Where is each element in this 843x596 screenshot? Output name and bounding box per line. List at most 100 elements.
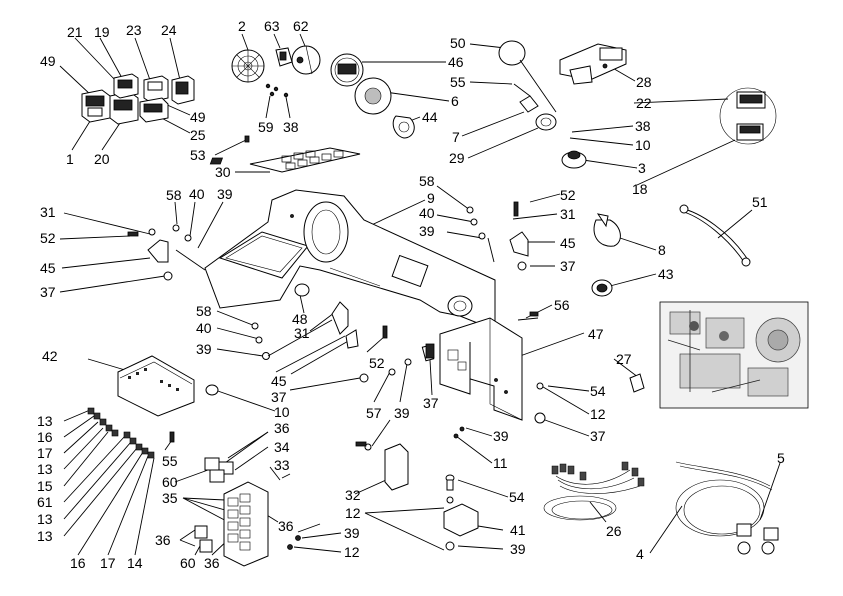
switch-20 [109, 91, 139, 125]
callout: 34 [274, 439, 290, 455]
callout: 37 [271, 389, 287, 405]
callout: 17 [100, 555, 116, 571]
callout: 52 [560, 187, 576, 203]
callout: 22 [636, 95, 652, 111]
gauge-62 [291, 45, 321, 75]
switch-18 [719, 87, 777, 145]
callout: 40 [196, 320, 212, 336]
callout: 57 [366, 405, 382, 421]
callout: 31 [40, 204, 56, 220]
callout: 12 [344, 544, 360, 560]
engine-reference-photo [659, 301, 809, 409]
switch-24 [171, 75, 195, 105]
rocker-switch-group [81, 73, 195, 125]
callout: 58 [419, 173, 435, 189]
callout: 7 [452, 129, 460, 145]
callout: 45 [271, 373, 287, 389]
callout: 3 [638, 160, 646, 176]
callout: 41 [510, 522, 526, 538]
callout: 59 [258, 119, 274, 135]
switch-25 [139, 97, 169, 123]
callout: 49 [40, 53, 56, 69]
callout: 38 [283, 119, 299, 135]
callout: 29 [449, 150, 465, 166]
cables-4-5 [675, 461, 779, 555]
callout: 39 [419, 223, 435, 239]
callout: 58 [196, 303, 212, 319]
cap-50 [498, 40, 526, 66]
callout: 31 [294, 325, 310, 341]
callout: 9 [427, 190, 435, 206]
fuse-box-35 [223, 473, 301, 567]
callout: 16 [37, 429, 53, 445]
connector-strip-42 [117, 355, 219, 417]
switch-panel-30 [209, 135, 361, 173]
callout: 58 [166, 187, 182, 203]
switch-23 [143, 75, 169, 103]
callout: 54 [590, 383, 606, 399]
callout: 13 [37, 511, 53, 527]
callout: 45 [40, 260, 56, 276]
callout-numbers: 49 21 19 23 24 49 25 1 20 2 63 62 59 38 … [37, 18, 785, 571]
bracket-45-middle [251, 283, 388, 383]
callout: 63 [264, 18, 280, 34]
callout: 10 [635, 137, 651, 153]
gauge-ring-6 [354, 77, 392, 115]
callout: 55 [450, 74, 466, 90]
callout: 33 [274, 457, 290, 473]
callout: 48 [292, 311, 308, 327]
bracket-45-right [466, 201, 529, 271]
callout: 52 [40, 230, 56, 246]
callout: 56 [554, 297, 570, 313]
callout: 49 [190, 109, 206, 125]
callout: 39 [510, 541, 526, 557]
callout: 39 [196, 341, 212, 357]
callout: 46 [448, 54, 464, 70]
switch-22 [736, 91, 766, 109]
callout: 38 [635, 118, 651, 134]
callout: 36 [155, 532, 171, 548]
bracket-45-left [127, 224, 206, 281]
callout: 13 [37, 461, 53, 477]
callout: 53 [190, 147, 206, 163]
callout: 17 [37, 445, 53, 461]
callout: 60 [162, 474, 178, 490]
small-fasteners-59-38 [265, 83, 289, 98]
callout: 31 [560, 206, 576, 222]
callout: 42 [42, 348, 58, 364]
callout: 5 [777, 450, 785, 466]
callout: 32 [345, 487, 361, 503]
callout: 13 [37, 413, 53, 429]
callout: 40 [419, 205, 435, 221]
dashboard-housing-9 [204, 189, 496, 331]
callout: 10 [274, 404, 290, 420]
gauge-2 [231, 49, 265, 83]
callout: 2 [238, 18, 246, 34]
callout: 54 [509, 489, 525, 505]
callout: 52 [369, 355, 385, 371]
callout: 26 [606, 523, 622, 539]
sensor-27 [629, 373, 645, 393]
callout: 51 [752, 194, 768, 210]
callout: 55 [162, 453, 178, 469]
buzzer-43 [591, 279, 613, 297]
callout: 30 [215, 164, 231, 180]
callout: 62 [293, 18, 309, 34]
switch-1 [81, 89, 111, 123]
ground-strap-51 [679, 204, 751, 267]
callout: 39 [394, 405, 410, 421]
callout: 12 [345, 505, 361, 521]
key-switch-63 [275, 47, 293, 67]
callout: 1 [66, 151, 74, 167]
horn-8 [593, 213, 621, 247]
callout: 13 [37, 528, 53, 544]
callout: 37 [423, 395, 439, 411]
callout: 36 [204, 555, 220, 571]
callout: 35 [162, 490, 178, 506]
callout: 50 [450, 35, 466, 51]
callout: 8 [658, 242, 666, 258]
callout: 21 [67, 24, 83, 40]
callout: 23 [126, 22, 142, 38]
callout: 20 [94, 151, 110, 167]
